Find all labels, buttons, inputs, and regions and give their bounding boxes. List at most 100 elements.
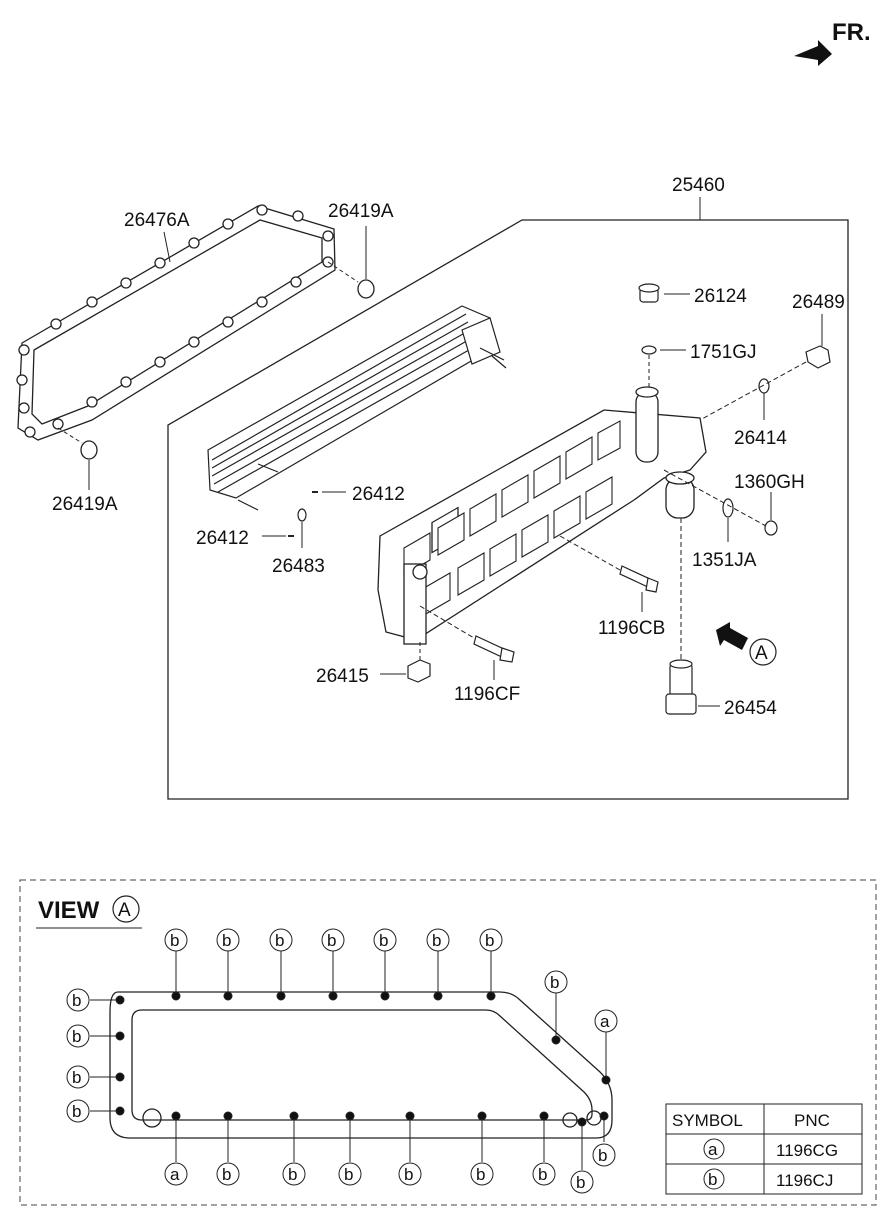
view-marker-letter: A: [755, 643, 768, 664]
symbol-b-left-2: b: [66, 1024, 90, 1048]
front-label: FR.: [832, 19, 871, 46]
view-gasket: [109, 991, 613, 1139]
legend-row-b-pnc: 1196CJ: [776, 1171, 833, 1190]
o-ring-1360GH: [764, 520, 778, 536]
svg-text:b: b: [327, 931, 336, 950]
view-panel: [19, 879, 877, 1206]
bolt-1196CB: [619, 565, 659, 593]
symbol-b-top-8: b: [544, 970, 568, 994]
part-label-26483: 26483: [272, 556, 325, 577]
part-label-26412-right: 26412: [352, 484, 405, 505]
symbol-circles: b b b b b b b b a b b b b a b b b b b b …: [66, 928, 618, 1194]
o-ring-26483: [297, 508, 307, 522]
symbol-b-bottom-2: b: [282, 1162, 306, 1186]
svg-text:b: b: [275, 931, 284, 950]
svg-text:b: b: [379, 931, 388, 950]
svg-text:a: a: [170, 1165, 180, 1184]
symbol-b-top-2: b: [216, 928, 240, 952]
washer-1751GJ: [641, 345, 657, 355]
view-title-text: VIEW: [38, 897, 100, 924]
svg-text:b: b: [72, 991, 81, 1010]
svg-text:b: b: [72, 1068, 81, 1087]
part-label-26419A-left: 26419A: [52, 494, 118, 515]
legend-table: [665, 1103, 863, 1195]
front-arrow-icon: [794, 40, 832, 66]
legend-header-symbol: SYMBOL: [672, 1111, 743, 1130]
oil-cooler-core: [207, 305, 507, 511]
view-title-letter: A: [118, 900, 131, 921]
symbol-b-top-4: b: [321, 928, 345, 952]
legend-row-a-symbol: a: [708, 1140, 718, 1159]
svg-text:b: b: [538, 1165, 547, 1184]
gasket-26476A: [16, 204, 336, 441]
legend-header-pnc: PNC: [794, 1111, 830, 1130]
part-label-26489: 26489: [792, 292, 845, 313]
symbol-b-bottom-8: b: [592, 1143, 616, 1167]
svg-text:a: a: [600, 1012, 610, 1031]
view-title: VIEW A: [36, 895, 142, 929]
symbol-b-top-3: b: [269, 928, 293, 952]
legend-row-b: b 1196CJ: [703, 1168, 833, 1190]
legend-row-a: a 1196CG: [703, 1138, 838, 1160]
symbol-b-bottom-1: b: [216, 1162, 240, 1186]
svg-text:b: b: [222, 931, 231, 950]
symbol-b-top-7: b: [479, 928, 503, 952]
svg-text:b: b: [170, 931, 179, 950]
symbol-b-top-1: b: [164, 928, 188, 952]
symbol-b-left-1: b: [66, 988, 90, 1012]
part-label-1196CB: 1196CB: [598, 618, 665, 639]
washer-26414: [758, 378, 770, 394]
svg-text:b: b: [485, 931, 494, 950]
symbol-b-top-6: b: [426, 928, 450, 952]
bolt-1196CF: [473, 635, 515, 663]
oil-cooler-housing: [377, 386, 707, 645]
svg-text:b: b: [288, 1165, 297, 1184]
symbol-b-left-3: b: [66, 1065, 90, 1089]
fitting-26454: [665, 659, 697, 715]
view-arrow-icon: [716, 622, 748, 650]
part-label-26412-left: 26412: [196, 528, 249, 549]
svg-text:b: b: [222, 1165, 231, 1184]
symbol-a-right: a: [594, 1009, 618, 1033]
svg-text:b: b: [72, 1027, 81, 1046]
symbol-b-bottom-3: b: [338, 1162, 362, 1186]
svg-text:b: b: [476, 1165, 485, 1184]
symbol-b-top-5: b: [373, 928, 397, 952]
part-label-1351JA: 1351JA: [692, 550, 757, 571]
symbol-b-bottom-6: b: [532, 1162, 556, 1186]
gasket-1351JA: [722, 498, 734, 518]
view-bolt-callouts: [90, 951, 611, 1170]
part-label-26414: 26414: [734, 428, 787, 449]
svg-text:b: b: [344, 1165, 353, 1184]
symbol-b-bottom-4: b: [398, 1162, 422, 1186]
svg-text:b: b: [598, 1146, 607, 1165]
assembly-part-label: 25460: [672, 175, 725, 196]
legend-row-a-pnc: 1196CG: [776, 1141, 838, 1160]
part-label-26454: 26454: [724, 698, 777, 719]
o-ring-26419A-left: [80, 440, 98, 460]
bolt-26489: [805, 345, 831, 369]
svg-text:b: b: [432, 931, 441, 950]
svg-text:b: b: [404, 1165, 413, 1184]
part-label-26476A: 26476A: [124, 210, 190, 231]
nut-26415: [407, 659, 431, 683]
symbol-b-bottom-7: b: [570, 1170, 594, 1194]
view-a-marker: A: [716, 622, 777, 666]
assembly-frame: 25460: [167, 175, 849, 800]
callout-top: [171, 951, 611, 1085]
plug-26124: [638, 283, 660, 303]
symbol-a-bottom: a: [164, 1162, 188, 1186]
symbol-b-bottom-5: b: [470, 1162, 494, 1186]
legend-row-b-symbol: b: [708, 1170, 717, 1189]
part-label-26419A-top: 26419A: [328, 201, 394, 222]
svg-text:b: b: [550, 973, 559, 992]
svg-text:b: b: [72, 1102, 81, 1121]
part-label-1751GJ: 1751GJ: [690, 342, 757, 363]
part-label-26415: 26415: [316, 666, 369, 687]
part-label-1360GH: 1360GH: [734, 472, 805, 493]
svg-text:b: b: [576, 1173, 585, 1192]
symbol-b-left-4: b: [66, 1099, 90, 1123]
front-direction-indicator: FR.: [794, 19, 871, 66]
part-label-26124: 26124: [694, 286, 747, 307]
